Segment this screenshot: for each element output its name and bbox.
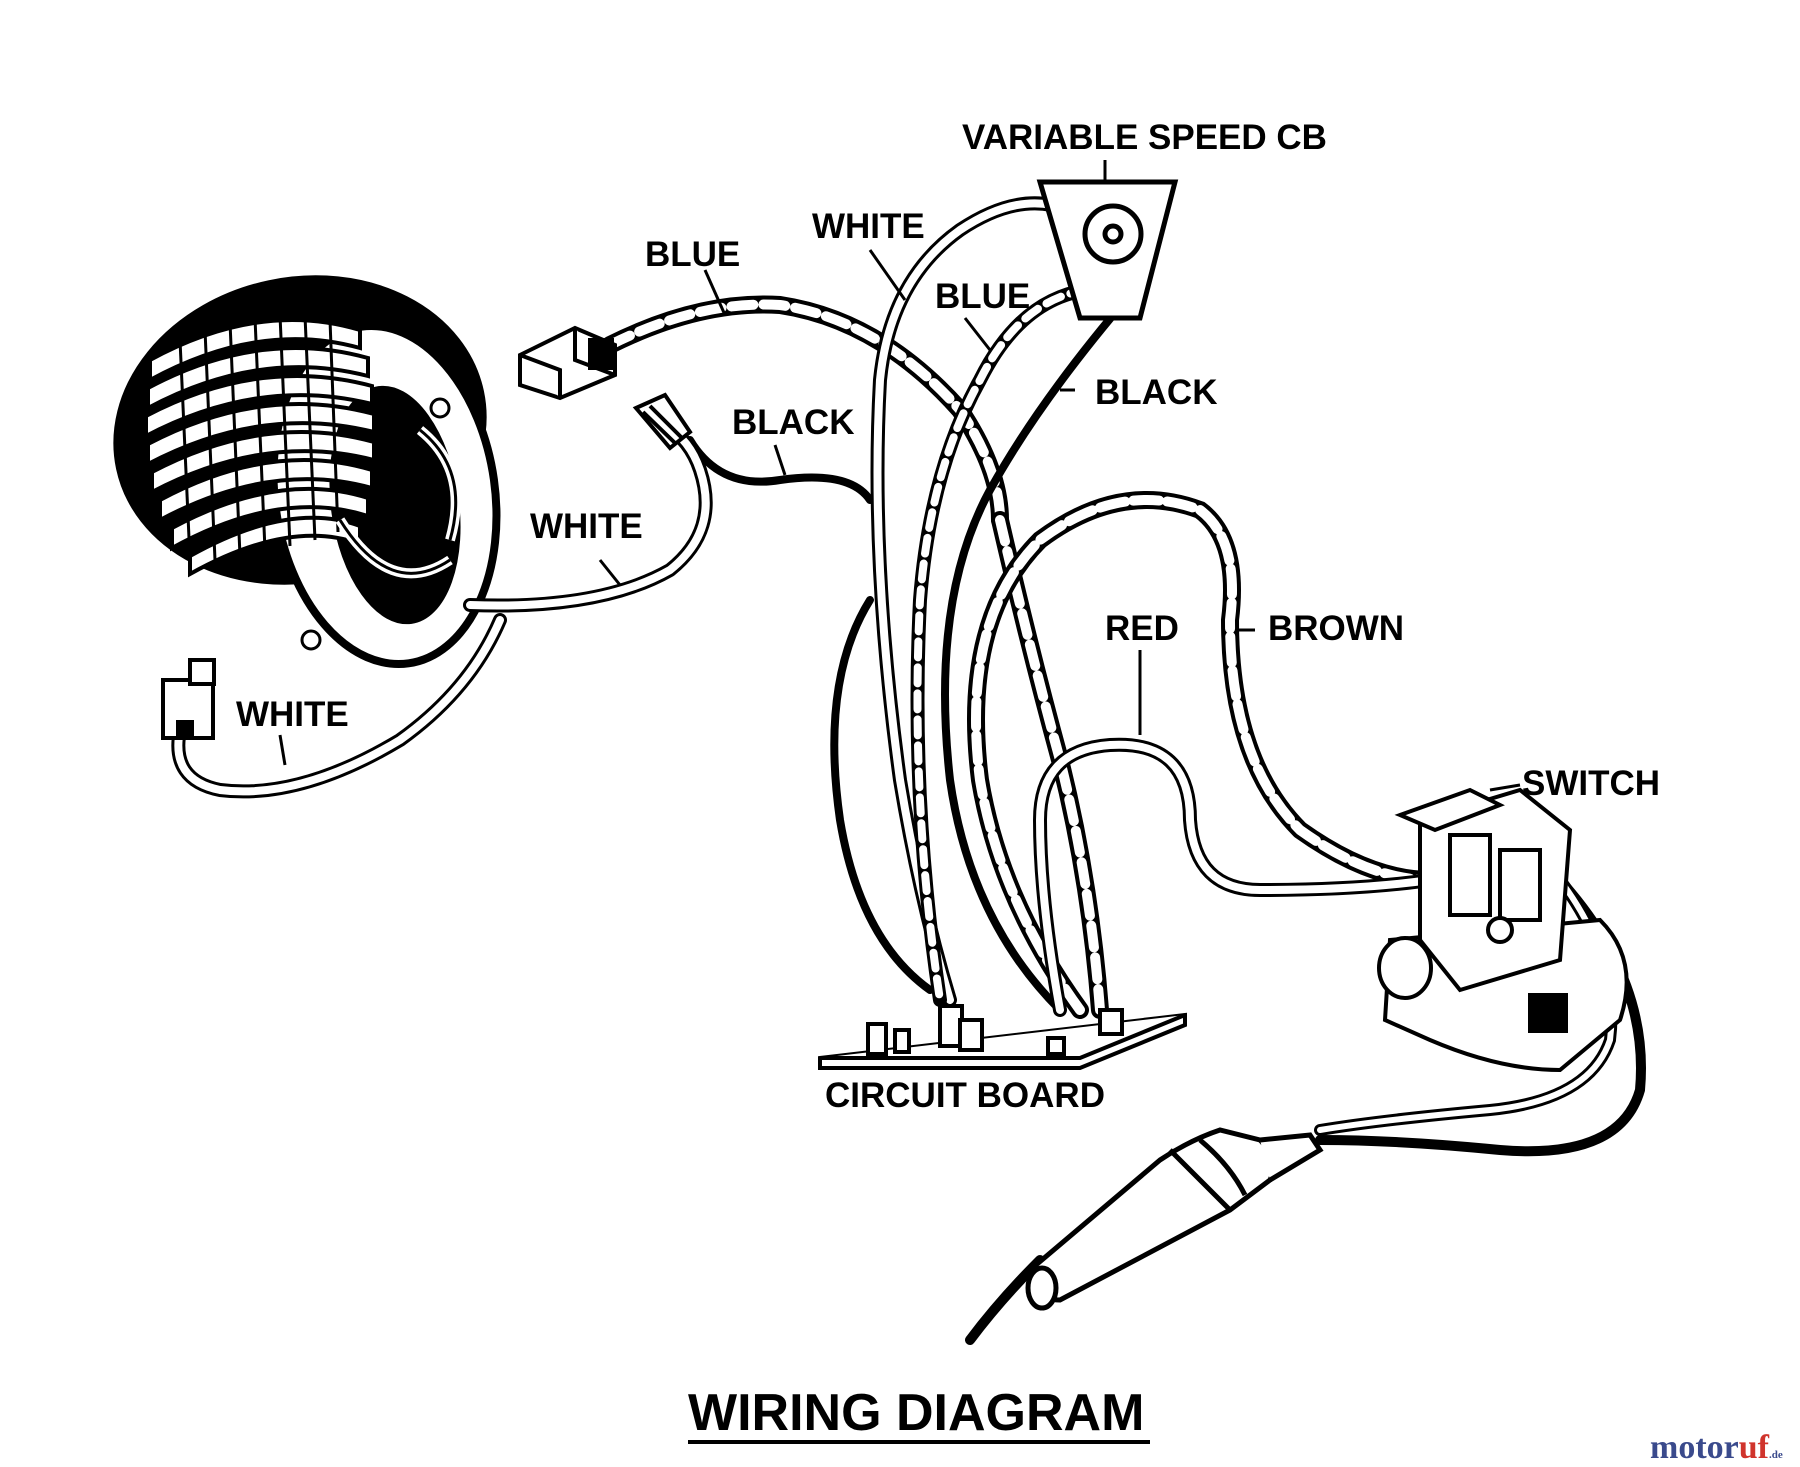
brown-wire <box>967 491 1439 1019</box>
variable-speed-cb <box>1036 179 1179 321</box>
switch <box>1377 787 1629 1073</box>
label-blue-left: BLUE <box>645 235 740 274</box>
blue-wire-left <box>601 295 1009 529</box>
label-white-top: WHITE <box>812 207 925 246</box>
circuit-board <box>818 1004 1187 1070</box>
labels: VARIABLE SPEED CB WHITE BLUE BLUE BLACK … <box>236 118 1660 1444</box>
wires <box>171 196 1646 1345</box>
white-wire-mid <box>463 418 713 613</box>
watermark-brand-dark: motor <box>1650 1429 1739 1466</box>
wire-nut <box>632 392 693 451</box>
watermark-brand-red: uf <box>1739 1429 1770 1466</box>
svg-text:motoruf.de: motoruf.de <box>1650 1429 1783 1466</box>
black-wire-loop <box>830 596 934 994</box>
label-black-left: BLACK <box>732 403 854 442</box>
label-white-mid: WHITE <box>530 507 643 546</box>
label-white-low: WHITE <box>236 695 349 734</box>
blue-wire-center <box>910 283 1093 1007</box>
field-coil <box>113 275 501 669</box>
diagram-title: WIRING DIAGRAM <box>688 1384 1144 1442</box>
watermark: motoruf.de <box>1650 1429 1783 1466</box>
watermark-suffix: .de <box>1769 1449 1783 1461</box>
blue-connector <box>518 325 617 401</box>
cord-handle <box>1025 1127 1324 1311</box>
leader-lines <box>278 160 1521 792</box>
label-black-right: BLACK <box>1095 373 1217 412</box>
label-brown: BROWN <box>1268 609 1404 648</box>
white-connector <box>161 658 216 740</box>
white-wire-low <box>171 613 507 799</box>
black-wire-left <box>686 436 874 504</box>
white-wire-top <box>870 196 1075 1007</box>
label-variable-speed-cb: VARIABLE SPEED CB <box>962 118 1327 157</box>
red-wire <box>1032 737 1437 1017</box>
label-switch: SWITCH <box>1522 764 1660 803</box>
label-circuit-board: CIRCUIT BOARD <box>825 1076 1105 1115</box>
black-wire-right <box>941 291 1134 1014</box>
label-blue-center: BLUE <box>935 277 1030 316</box>
label-red: RED <box>1105 609 1179 648</box>
